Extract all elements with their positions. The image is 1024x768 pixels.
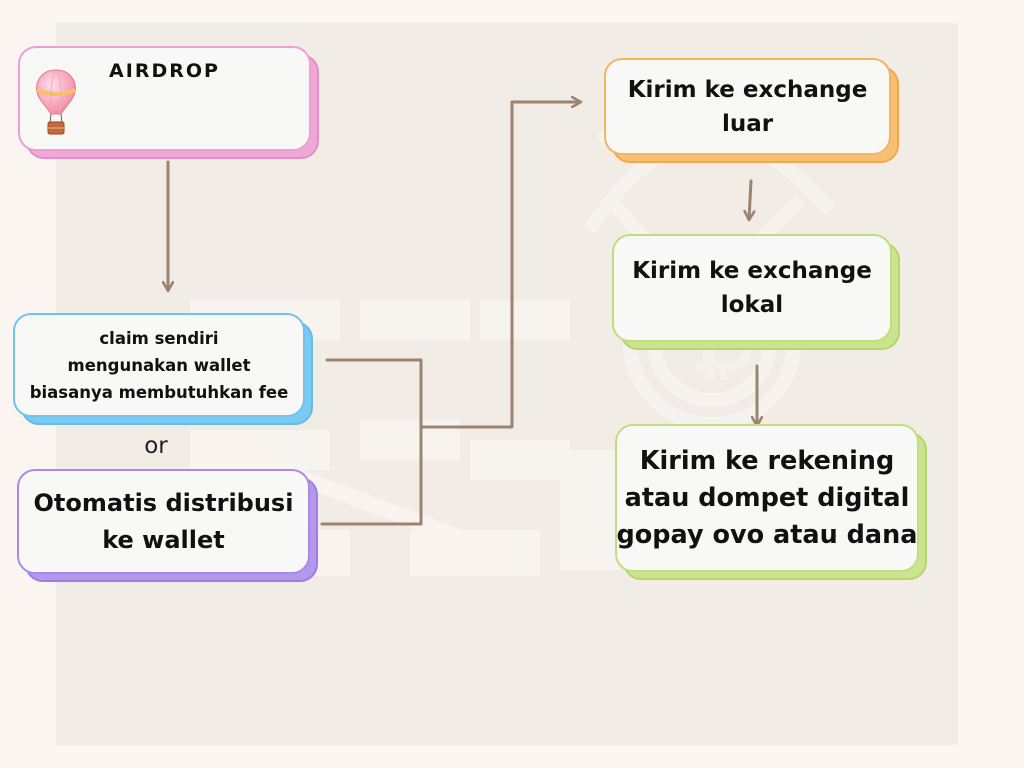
otomatis-distribusi-node: Otomatis distribusi ke wallet [17,469,318,582]
exchange-lokal-line-1: Kirim ke exchange [632,258,872,284]
bracket-claim-auto [320,358,423,526]
claim-line-1: claim sendiri [99,328,219,348]
auto-line-1: Otomatis distribusi [33,488,294,517]
rekening-line-1: Kirim ke rekening [639,445,895,476]
rekening-line-2: atau dompet digital [624,482,910,513]
airdrop-node: AIRDROP [18,46,319,159]
exchange-luar-line-1: Kirim ke exchange [627,76,868,103]
claim-line-3: biasanya membutuhkan fee [29,382,289,402]
claim-line-2: mengunakan wallet [67,355,251,375]
claim-sendiri-node: claim sendiri mengunakan wallet biasanya… [13,313,313,425]
exchange-luar-line-2: luar [721,110,774,137]
hot-air-balloon-icon [36,69,76,135]
airdrop-title: AIRDROP [109,60,220,82]
or-label: or [144,433,168,459]
auto-line-2: ke wallet [102,525,225,554]
arrow-to-exchange-luar [419,102,580,429]
rekening-line-3: gopay ovo atau dana [616,519,918,550]
exchange-lokal-node: Kirim ke exchange lokal [612,234,900,350]
arrow-luar-to-lokal [749,179,751,219]
exchange-luar-node: Kirim ke exchange luar [604,58,899,163]
rekening-node: Kirim ke rekening atau dompet digital go… [615,424,927,580]
exchange-lokal-line-2: lokal [720,292,784,318]
